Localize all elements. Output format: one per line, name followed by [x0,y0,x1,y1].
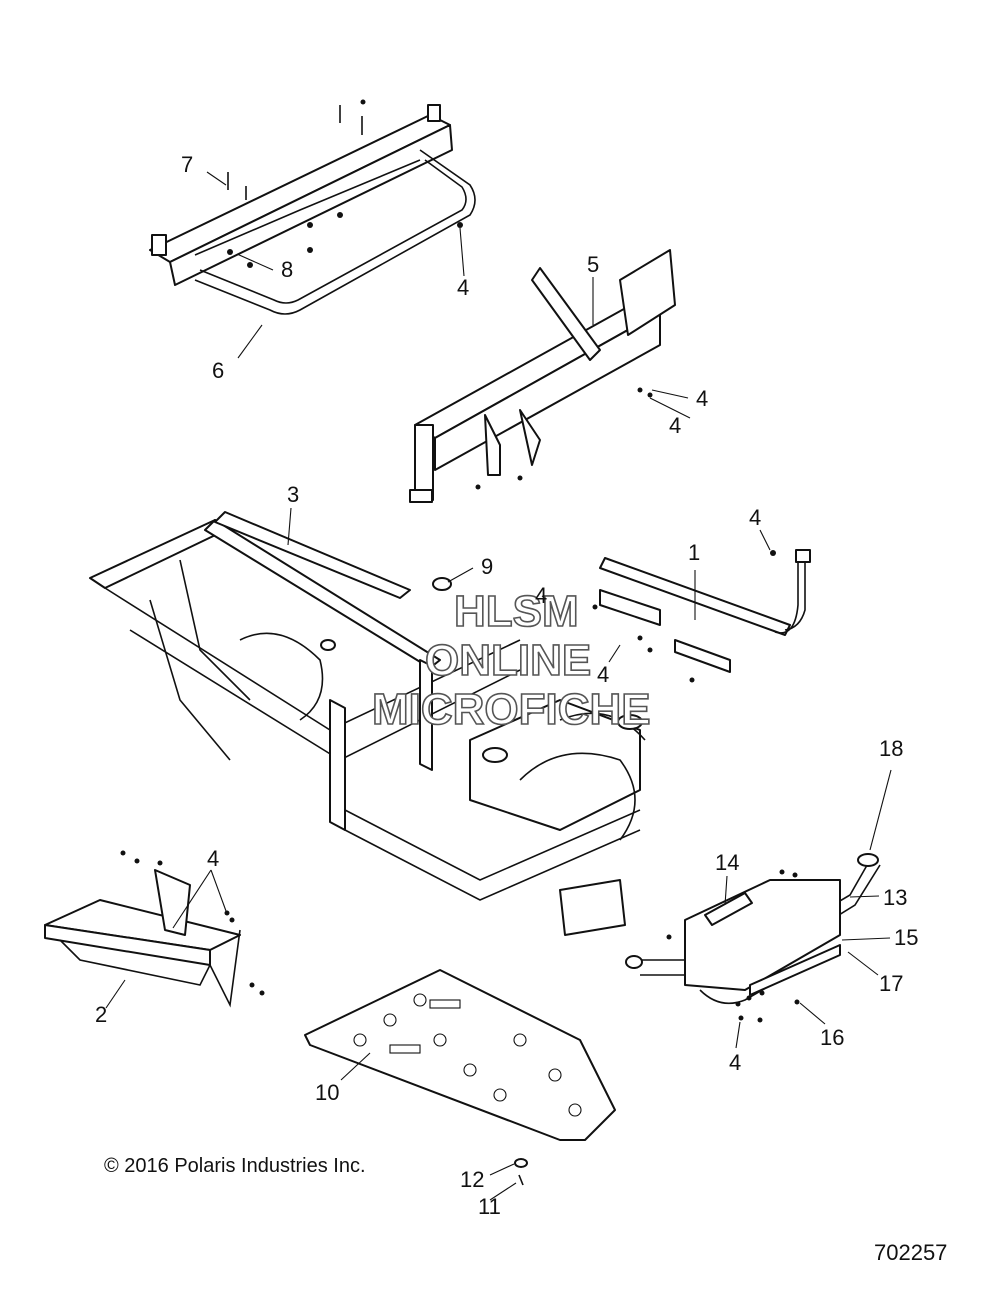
watermark: HLSM ONLINE MICROFICHE [371,586,651,735]
svg-text:ONLINE: ONLINE [425,636,591,685]
cargo-rack-frame [149,99,476,315]
callout-17: 17 [879,971,903,996]
rear-cross-frame [409,249,676,503]
svg-text:MICROFICHE: MICROFICHE [372,685,651,734]
front-bumper [625,853,881,1023]
skid-plate [304,969,616,1141]
callout-10: 10 [315,1080,339,1105]
side-bar-assembly [592,549,811,683]
callout-labels: 1 2 3 4 4 4 4 4 4 4 4 4 5 6 7 8 9 10 11 … [95,152,918,1219]
callout-5: 5 [587,252,599,277]
callout-7: 7 [181,152,193,177]
callout-1: 1 [688,540,700,565]
callout-4: 4 [535,583,547,608]
callout-11: 11 [478,1194,501,1219]
leader-lines [105,171,892,1201]
callout-4: 4 [749,505,761,530]
callout-4: 4 [457,275,469,300]
callout-15: 15 [894,925,918,950]
callout-4: 4 [669,413,681,438]
bracket-14 [704,892,753,926]
svg-text:HLSM: HLSM [454,587,579,636]
plug-9 [432,577,452,591]
screw-11 [518,1174,524,1186]
callout-4: 4 [729,1050,741,1075]
callout-4: 4 [207,846,219,871]
washer-12 [514,1158,528,1168]
diagram-number: 702257 [874,1240,948,1265]
copyright-notice: © 2016 Polaris Industries Inc. [104,1155,366,1177]
callout-16: 16 [820,1025,844,1050]
callout-4: 4 [597,662,609,687]
callout-9: 9 [481,554,493,579]
callout-18: 18 [879,736,903,761]
callout-12: 12 [460,1167,484,1192]
callout-8: 8 [281,257,293,282]
grille-15 [749,944,841,996]
floor-frame [44,850,265,1008]
callout-14: 14 [715,850,739,875]
callout-6: 6 [212,358,224,383]
callout-4: 4 [696,386,708,411]
main-chassis-frame [89,511,646,936]
callout-3: 3 [287,482,299,507]
callout-2: 2 [95,1002,107,1027]
callout-13: 13 [883,885,907,910]
